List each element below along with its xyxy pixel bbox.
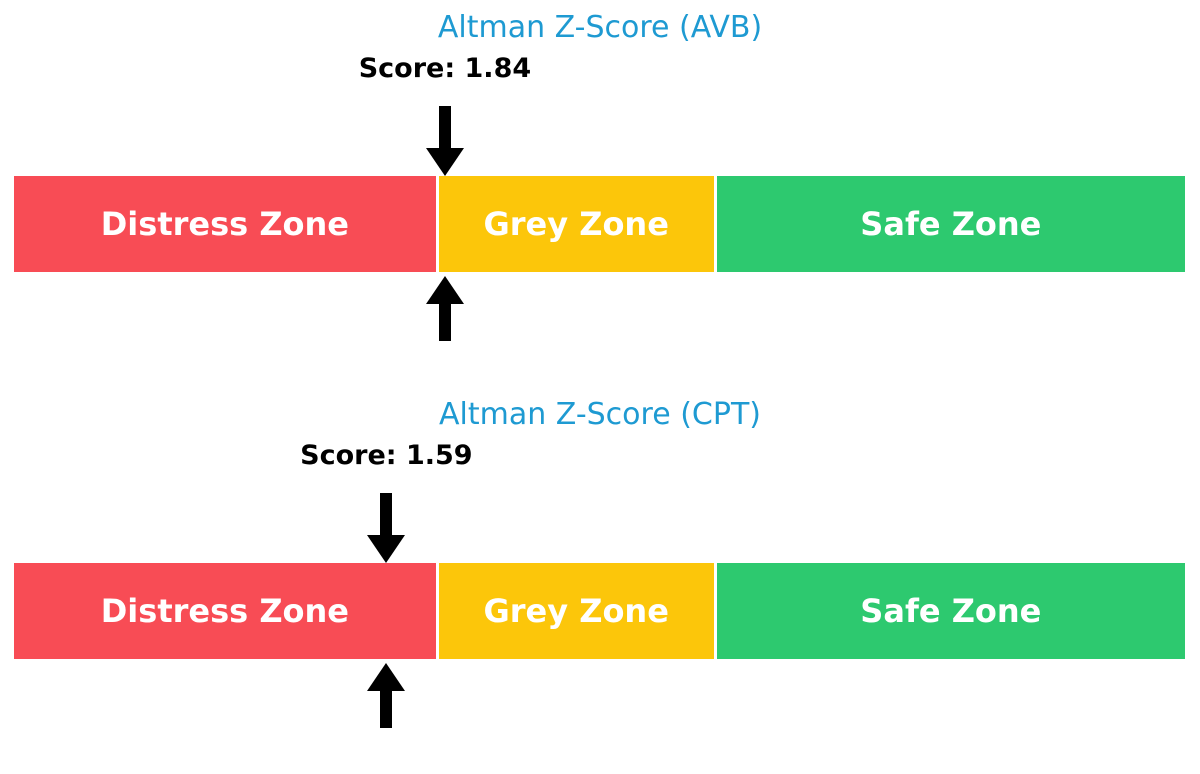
zone-segment-distress: Distress Zone [14,176,436,272]
up-arrow-icon [367,663,406,728]
down-arrow-head [367,535,406,563]
zone-bar: Distress Zone Grey Zone Safe Zone [14,563,1185,659]
zone-segment-safe: Safe Zone [716,563,1185,659]
down-arrow-icon [367,493,406,563]
zone-label-safe: Safe Zone [860,592,1042,630]
gauge-title: Altman Z-Score (AVB) [437,10,763,45]
zone-segment-grey: Grey Zone [438,176,714,272]
down-arrow-head [425,148,464,176]
down-arrow-stem [380,493,393,535]
zone-segment-safe: Safe Zone [716,176,1185,272]
zone-segment-distress: Distress Zone [14,563,436,659]
up-arrow-icon [425,276,464,341]
gauge-cpt: Altman Z-Score (CPT) Score: 1.59 Distres… [0,387,1200,737]
up-arrow-head [425,276,464,304]
score-label: Score: 1.84 [358,53,532,84]
up-arrow-head [367,663,406,691]
zone-label-distress: Distress Zone [100,205,349,243]
zone-segment-grey: Grey Zone [438,563,714,659]
gauge-title: Altman Z-Score (CPT) [439,397,761,432]
gauge-avb: Altman Z-Score (AVB) Score: 1.84 Distres… [0,0,1200,350]
score-label: Score: 1.59 [300,440,473,471]
zone-label-grey: Grey Zone [483,592,669,630]
down-arrow-stem [438,106,451,148]
zone-label-safe: Safe Zone [860,205,1042,243]
zone-bar: Distress Zone Grey Zone Safe Zone [14,176,1185,272]
up-arrow-stem [438,304,451,341]
up-arrow-stem [380,691,393,728]
zone-label-distress: Distress Zone [100,592,349,630]
down-arrow-icon [425,106,464,176]
zone-label-grey: Grey Zone [483,205,669,243]
